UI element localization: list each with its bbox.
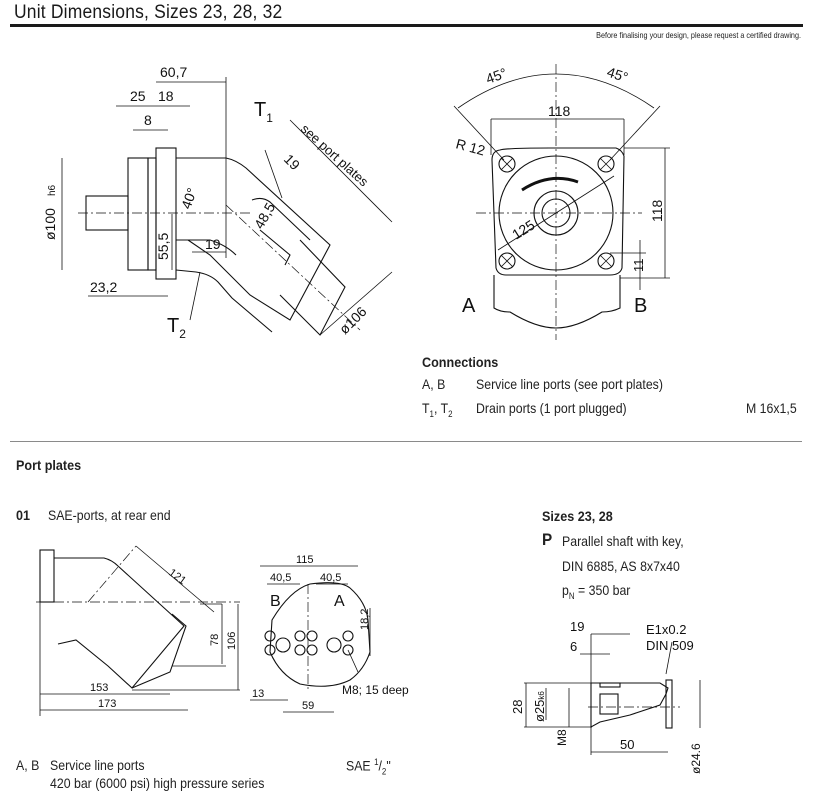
dim-8: 8 (144, 112, 152, 128)
shaft-dim-e1: E1x0.2 (646, 622, 686, 637)
side-view-drawing: 60,7 25 18 8 ø100 h6 55,5 19 23,2 40° 48… (42, 64, 393, 341)
dim-48-5: 48,5 (251, 200, 279, 232)
dim-height-118: 118 (649, 199, 665, 222)
dim-173: 173 (98, 698, 116, 710)
section-divider (10, 441, 802, 442)
footer-port-line2: 420 bar (6000 psi) high pressure series (50, 775, 265, 791)
port-b-label: B (634, 295, 647, 317)
title-divider (10, 24, 803, 27)
shaft-dim-50: 50 (620, 737, 634, 752)
port-plate-number: 01 (16, 507, 31, 523)
connection-thread-value: M 16x1,5 (746, 400, 797, 416)
dim-106: 106 (226, 632, 238, 650)
svg-text:h6: h6 (47, 184, 58, 196)
footer-port-code: A, B (16, 757, 40, 773)
port-plates-heading: Port plates (16, 457, 82, 473)
shaft-heading: Sizes 23, 28 (542, 508, 613, 524)
footer-port-line1: Service line ports (50, 757, 145, 773)
plate-port-b: B (270, 593, 281, 610)
dim-18: 18 (158, 88, 174, 104)
dim-153: 153 (90, 682, 108, 694)
dim-angle-45-left: 45° (484, 65, 509, 87)
disclaimer-note: Before finalising your design, please re… (596, 30, 801, 40)
plate-thread-note: M8; 15 deep (342, 683, 409, 697)
dim-bolt-circle-125: 125 (509, 216, 537, 242)
dim-width-118: 118 (548, 103, 571, 119)
dim-radius-12: R 12 (454, 135, 487, 158)
flange-outline (491, 147, 625, 329)
connection-desc-ab: Service line ports (see port plates) (476, 376, 663, 392)
dim-19-lower: 19 (205, 236, 221, 252)
plate-dim-40-5-left: 40,5 (270, 572, 291, 584)
connection-desc-t1t2: Drain ports (1 port plugged) (476, 400, 627, 416)
dim-angle-45-right: 45° (605, 64, 630, 86)
shaft-line2: DIN 6885, AS 8x7x40 (562, 558, 680, 574)
dim-121: 121 (166, 567, 188, 587)
svg-text:ø100: ø100 (42, 208, 58, 240)
shaft-dim-19: 19 (570, 619, 584, 634)
connection-code-t1t2: T1, T2 (422, 400, 453, 419)
plate-dim-13: 13 (252, 688, 264, 700)
dim-25: 25 (130, 88, 146, 104)
port-t2-label: T2 (167, 315, 186, 341)
port-plate-label: SAE-ports, at rear end (48, 507, 171, 523)
port-plate-side-drawing: 121 78 106 153 173 (36, 545, 240, 716)
shaft-dim-25: ø25k6 (532, 691, 547, 722)
centerline-angled (225, 204, 361, 331)
bolt-holes (498, 155, 615, 270)
shaft-dim-m8: M8 (555, 729, 569, 746)
dim-23-2: 23,2 (90, 279, 117, 295)
shaft-dim-din: DIN 509 (646, 638, 694, 653)
plate-port-a: A (334, 593, 345, 610)
shaft-dim-28: 28 (510, 700, 525, 714)
port-t1-label: T1 (254, 99, 273, 125)
plate-dim-40-5-right: 40,5 (320, 572, 341, 584)
dim-55-5: 55,5 (155, 233, 171, 260)
see-port-plates-label: see port plates (298, 121, 372, 190)
footer-port-size: SAE 1/2" (346, 757, 391, 777)
port-plate-face-drawing: 115 40,5 40,5 18,2 13 59 M8; 15 deep B A (250, 554, 409, 713)
page-title: Unit Dimensions, Sizes 23, 28, 32 (14, 2, 283, 23)
dim-angle-40: 40° (178, 186, 200, 211)
dim-dia-106: ø106 (336, 303, 370, 337)
thread-holes (264, 630, 354, 656)
plate-dim-59: 59 (302, 700, 314, 712)
shaft-dim-6: 6 (570, 639, 577, 654)
dim-dia-100: ø100 h6 (42, 184, 58, 240)
dim-60-7: 60,7 (160, 64, 187, 80)
port-a-label: A (462, 295, 476, 317)
plate-dim-18-2: 18,2 (359, 609, 371, 630)
shaft-line1: Parallel shaft with key, (562, 533, 684, 549)
dim-19-upper: 19 (281, 151, 303, 173)
shaft-pressure: pN = 350 bar (562, 582, 631, 601)
shaft-drawing: 19 6 E1x0.2 DIN 509 28 ø25k6 M8 50 ø24.6 (510, 619, 703, 774)
connection-code-ab: A, B (422, 376, 446, 392)
front-view-drawing: 45° 45° 118 118 R 12 125 11 A B (453, 64, 670, 340)
dim-offset-11: 11 (631, 259, 646, 273)
plate-dim-115: 115 (296, 554, 314, 566)
connections-heading: Connections (422, 354, 499, 370)
shaft-dim-24-6: ø24.6 (689, 743, 703, 774)
dim-78: 78 (209, 634, 221, 646)
shaft-code: P (542, 530, 553, 549)
